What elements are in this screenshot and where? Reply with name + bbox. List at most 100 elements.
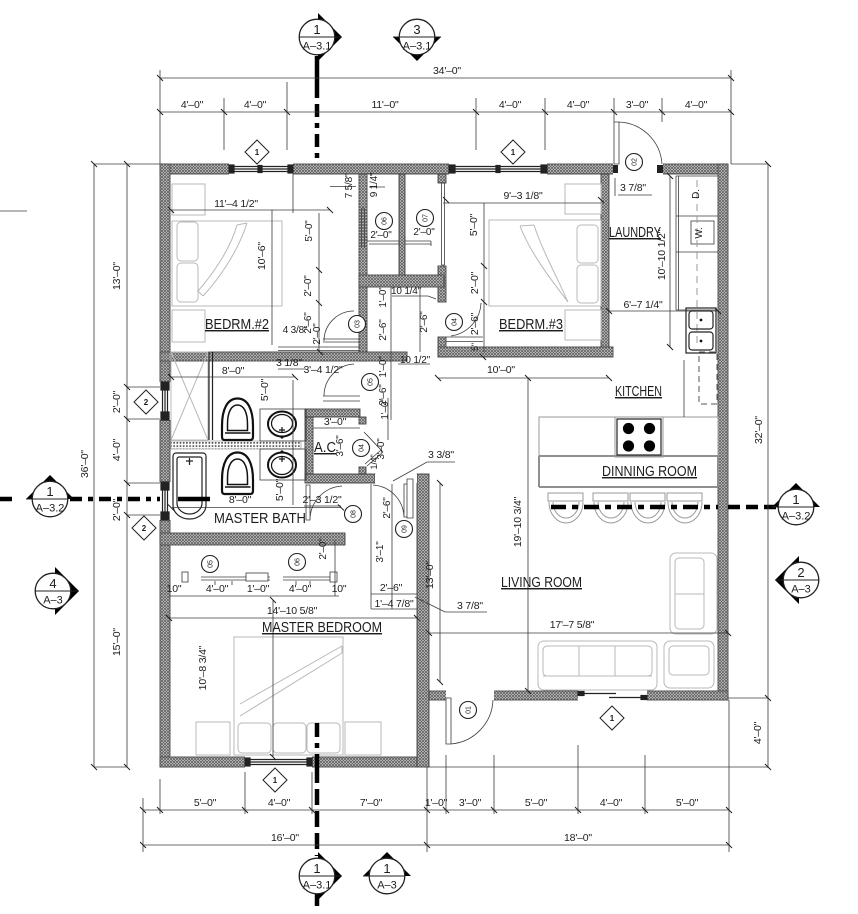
svg-text:1'–4 7/8": 1'–4 7/8" [375, 598, 414, 610]
svg-text:8'–0": 8'–0" [222, 365, 245, 377]
svg-text:4'–0": 4'–0" [206, 583, 229, 595]
svg-text:3'–0": 3'–0" [324, 416, 347, 428]
svg-text:LIVING ROOM: LIVING ROOM [501, 575, 582, 591]
svg-text:1: 1 [610, 714, 615, 723]
svg-text:10'–10 1/2": 10'–10 1/2" [656, 229, 668, 280]
svg-text:2: 2 [144, 398, 149, 407]
svg-text:10'–8 3/4": 10'–8 3/4" [197, 645, 209, 690]
svg-text:1'–0": 1'–0" [378, 286, 389, 308]
svg-text:1'–0": 1'–0" [247, 583, 270, 595]
svg-text:4'–0": 4'–0" [752, 721, 764, 744]
svg-text:13'–0": 13'–0" [111, 262, 123, 290]
svg-text:7 5/8": 7 5/8" [344, 173, 355, 198]
svg-text:1'–0": 1'–0" [380, 398, 391, 420]
svg-text:10'–6": 10'–6" [256, 242, 268, 270]
svg-text:10": 10" [332, 583, 347, 595]
svg-text:LAUNDRY: LAUNDRY [609, 225, 661, 241]
svg-text:4'–0": 4'–0" [268, 797, 291, 809]
svg-text:4'–0": 4'–0" [685, 99, 708, 111]
svg-text:4'–0": 4'–0" [499, 99, 522, 111]
svg-text:10": 10" [167, 583, 182, 595]
svg-text:W.: W. [694, 227, 705, 238]
svg-text:A–3: A–3 [377, 880, 397, 892]
svg-text:8'–0": 8'–0" [229, 494, 252, 506]
svg-text:3 7/8": 3 7/8" [620, 182, 646, 194]
svg-text:DINNING ROOM: DINNING ROOM [602, 464, 697, 480]
svg-text:04: 04 [452, 318, 459, 326]
svg-text:2'–6": 2'–6" [303, 312, 314, 334]
svg-text:2'–6": 2'–6" [469, 312, 481, 335]
svg-text:A–3.1: A–3.1 [403, 41, 432, 53]
svg-text:2'–3 1/2": 2'–3 1/2" [303, 494, 342, 506]
svg-text:5'–0": 5'–0" [194, 797, 217, 809]
svg-text:5'–0": 5'–0" [304, 220, 315, 242]
svg-text:4'–0": 4'–0" [111, 438, 123, 461]
svg-text:3'–0": 3'–0" [459, 797, 482, 809]
svg-text:3'–4 1/2": 3'–4 1/2" [304, 364, 343, 376]
svg-text:2'–6": 2'–6" [419, 311, 430, 333]
svg-text:2: 2 [797, 565, 804, 580]
svg-text:05: 05 [208, 560, 215, 568]
svg-text:06: 06 [295, 558, 302, 566]
svg-text:1: 1 [273, 776, 278, 785]
svg-text:3 3/8": 3 3/8" [428, 449, 454, 461]
svg-text:2'–0": 2'–0" [312, 323, 323, 345]
svg-text:09: 09 [402, 525, 409, 533]
svg-text:06: 06 [382, 217, 389, 225]
svg-text:18'–0": 18'–0" [564, 832, 592, 844]
svg-text:3: 3 [413, 22, 420, 37]
svg-text:1: 1 [46, 484, 53, 499]
svg-text:6'–7 1/4": 6'–7 1/4" [624, 299, 663, 311]
svg-text:1: 1 [313, 861, 320, 876]
svg-text:15'–0": 15'–0" [111, 628, 123, 656]
svg-text:3 1/8": 3 1/8" [276, 357, 302, 369]
svg-text:4'–0": 4'–0" [289, 583, 312, 595]
svg-text:2: 2 [142, 524, 147, 533]
svg-text:08: 08 [351, 510, 358, 518]
svg-text:4'–0": 4'–0" [567, 99, 590, 111]
svg-text:2'–6": 2'–6" [378, 319, 389, 341]
svg-text:5": 5" [470, 343, 480, 351]
svg-text:02: 02 [632, 158, 639, 166]
svg-text:3'–6": 3'–6" [335, 435, 346, 457]
svg-text:5'–0": 5'–0" [259, 378, 271, 401]
svg-text:2'–0": 2'–0" [111, 498, 123, 521]
svg-text:34'–0": 34'–0" [433, 65, 461, 77]
svg-text:2'–0": 2'–0" [469, 271, 481, 294]
svg-text:2'–6": 2'–6" [380, 582, 403, 594]
svg-text:7'–0": 7'–0" [360, 797, 383, 809]
svg-text:A–3.1: A–3.1 [303, 41, 332, 53]
svg-text:07: 07 [423, 214, 430, 222]
svg-text:04: 04 [359, 444, 366, 452]
svg-text:1: 1 [792, 492, 799, 507]
svg-text:1: 1 [313, 22, 320, 37]
svg-text:4 3/8": 4 3/8" [283, 325, 308, 336]
svg-text:1/4": 1/4" [369, 455, 379, 470]
svg-text:3'–0": 3'–0" [626, 99, 649, 111]
svg-text:11'–0": 11'–0" [371, 99, 399, 111]
svg-text:4'–0": 4'–0" [600, 797, 623, 809]
svg-text:A–3.2: A–3.2 [36, 503, 65, 515]
svg-text:5'–0": 5'–0" [274, 478, 286, 501]
svg-text:3 7/8": 3 7/8" [457, 600, 483, 612]
svg-text:MASTER BEDROOM: MASTER BEDROOM [262, 620, 382, 636]
svg-text:2'–0": 2'–0" [413, 227, 435, 238]
svg-text:5'–0": 5'–0" [676, 797, 699, 809]
svg-text:19'–10 3/4": 19'–10 3/4" [512, 496, 524, 547]
svg-text:01: 01 [466, 706, 473, 714]
svg-text:2'–0": 2'–0" [318, 538, 329, 560]
svg-text:1: 1 [255, 148, 260, 157]
svg-text:A–3: A–3 [43, 595, 63, 607]
svg-text:9'–3 1/8": 9'–3 1/8" [504, 190, 543, 202]
svg-text:10 1/2": 10 1/2" [400, 355, 431, 366]
svg-text:1: 1 [511, 148, 516, 157]
svg-text:36'–0": 36'–0" [79, 450, 91, 478]
svg-text:4'–0": 4'–0" [181, 99, 204, 111]
svg-text:05: 05 [368, 378, 375, 386]
svg-text:BEDRM.#2: BEDRM.#2 [205, 317, 269, 333]
svg-text:11'–4 1/2": 11'–4 1/2" [214, 198, 258, 210]
svg-text:1: 1 [383, 861, 390, 876]
svg-text:BEDRM.#3: BEDRM.#3 [499, 317, 563, 333]
svg-text:A–3: A–3 [791, 584, 811, 596]
svg-text:13'–0": 13'–0" [424, 561, 436, 589]
